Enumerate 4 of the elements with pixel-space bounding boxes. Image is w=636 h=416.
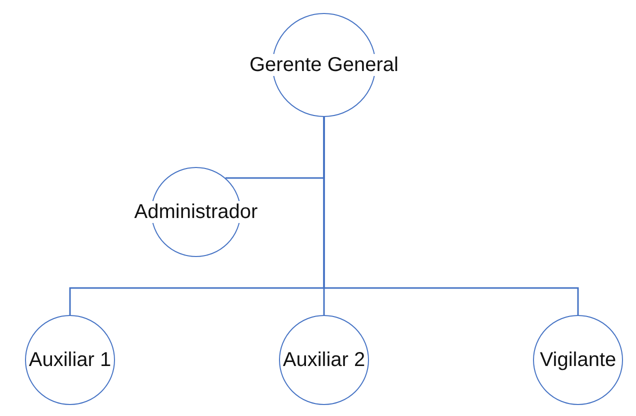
position-title: Vigilante (538, 349, 618, 371)
position-title: Gerente General (248, 54, 400, 76)
position-title: Administrador (133, 201, 259, 223)
connector-line (323, 117, 579, 315)
